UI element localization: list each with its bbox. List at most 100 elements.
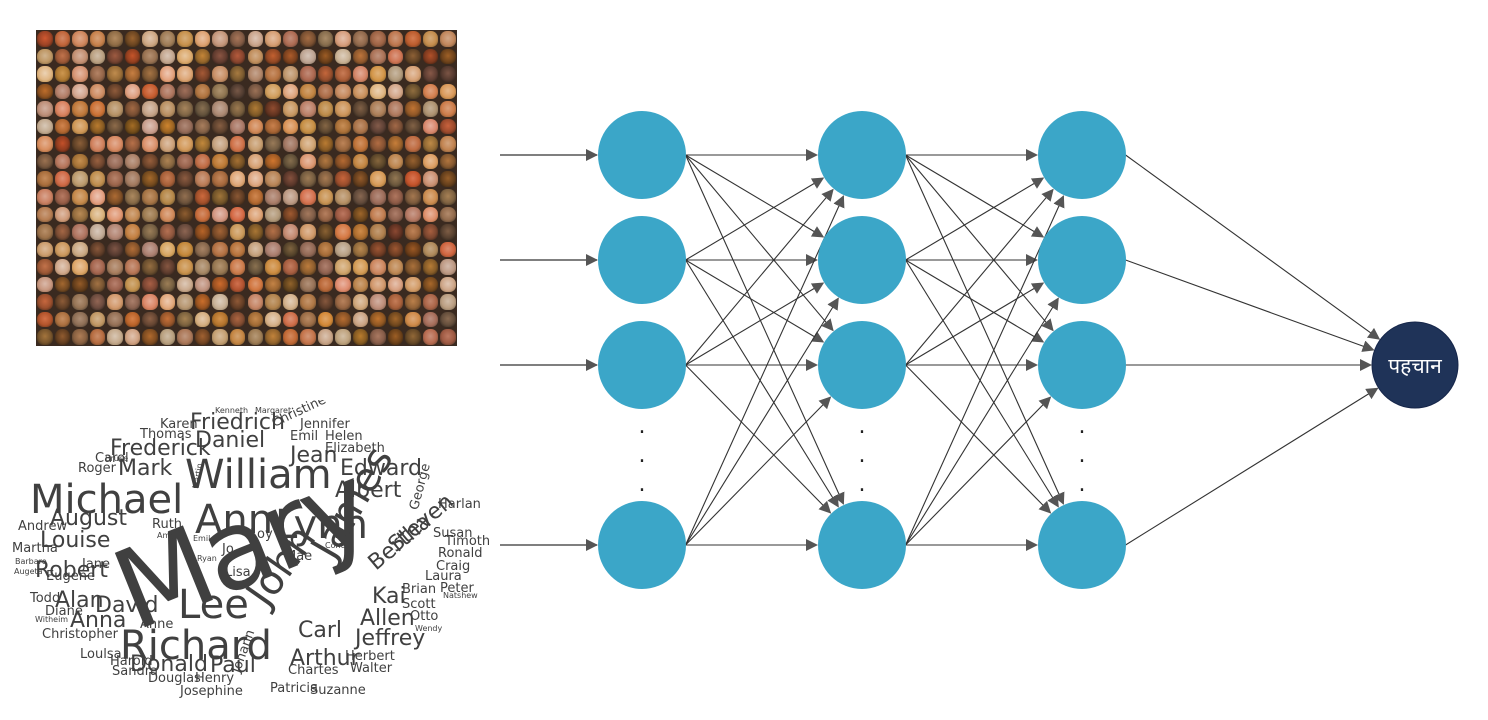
face-thumbnail xyxy=(142,31,158,47)
face-thumbnail xyxy=(265,294,281,310)
face-thumbnail xyxy=(194,259,211,275)
face-thumbnail xyxy=(212,171,228,187)
word-cloud-word: Christopher xyxy=(42,627,118,642)
face-thumbnail xyxy=(247,31,264,47)
face-thumbnail xyxy=(352,206,369,223)
face-thumbnail xyxy=(387,311,404,328)
face-thumbnail xyxy=(282,311,299,328)
face-thumbnail xyxy=(317,31,334,47)
face-thumbnail xyxy=(124,241,141,258)
face-thumbnail xyxy=(422,101,439,117)
connection-edge xyxy=(905,188,1054,366)
face-thumbnail xyxy=(37,153,53,170)
face-thumbnail xyxy=(282,206,299,223)
face-thumbnail xyxy=(212,329,228,345)
face-thumbnail xyxy=(282,118,299,135)
face-thumbnail xyxy=(124,101,141,117)
connection-edge xyxy=(685,282,825,366)
face-thumbnail xyxy=(405,31,421,47)
hidden-node xyxy=(818,321,906,409)
word-cloud-word: Frederick xyxy=(110,436,211,461)
face-thumbnail xyxy=(387,329,404,345)
word-cloud-word: Jane xyxy=(82,557,111,572)
face-thumbnail xyxy=(300,276,316,293)
face-thumbnail xyxy=(300,153,316,170)
face-thumbnail xyxy=(54,136,71,152)
word-cloud-word: Edward xyxy=(340,456,422,481)
face-thumbnail xyxy=(405,224,421,240)
face-thumbnail xyxy=(422,136,439,152)
face-thumbnail xyxy=(405,66,421,82)
face-thumbnail xyxy=(282,66,299,82)
face-thumbnail xyxy=(212,101,228,117)
word-cloud-word: Sandra xyxy=(112,664,159,679)
face-thumbnail xyxy=(300,294,316,310)
face-thumbnail xyxy=(37,171,53,187)
face-thumbnail xyxy=(124,329,141,345)
word-cloud-word: Craig xyxy=(436,559,471,574)
face-thumbnail xyxy=(72,153,88,170)
face-thumbnail xyxy=(124,118,141,135)
face-thumbnail xyxy=(54,329,71,345)
connection-edge xyxy=(685,364,832,514)
face-thumbnail xyxy=(159,311,176,328)
face-thumbnail xyxy=(370,206,386,223)
face-thumbnail xyxy=(194,153,211,170)
face-thumbnail xyxy=(72,311,88,328)
output-edge xyxy=(1125,259,1375,352)
face-thumbnail xyxy=(89,311,106,328)
face-thumbnail xyxy=(124,66,141,82)
face-thumbnail xyxy=(440,206,456,223)
face-thumbnail xyxy=(72,206,88,223)
face-thumbnail xyxy=(370,48,386,65)
face-thumbnail xyxy=(422,66,439,82)
face-thumbnail xyxy=(405,259,421,275)
face-thumbnail xyxy=(72,294,88,310)
face-thumbnail xyxy=(440,259,456,275)
face-thumbnail xyxy=(54,118,71,135)
face-thumbnail xyxy=(159,48,176,65)
network-nodes xyxy=(598,111,1126,589)
face-thumbnail xyxy=(142,48,158,65)
face-thumbnail xyxy=(54,153,71,170)
face-thumbnail xyxy=(387,66,404,82)
face-thumbnail xyxy=(229,31,246,47)
face-thumbnail xyxy=(282,136,299,152)
face-thumbnail xyxy=(124,276,141,293)
face-thumbnail xyxy=(352,311,369,328)
face-thumbnail xyxy=(387,153,404,170)
face-thumbnail xyxy=(422,189,439,205)
face-thumbnail xyxy=(37,329,53,345)
face-thumbnail xyxy=(422,48,439,65)
face-thumbnail xyxy=(265,136,281,152)
ellipsis-dot: . xyxy=(1079,443,1086,468)
word-cloud-word: Alan xyxy=(55,588,104,613)
face-thumbnail xyxy=(54,311,71,328)
face-thumbnail xyxy=(335,153,351,170)
face-thumbnail xyxy=(177,66,193,82)
face-thumbnail xyxy=(300,259,316,275)
output-edge xyxy=(1125,387,1379,546)
face-thumbnail xyxy=(405,329,421,345)
word-cloud-word: Mark xyxy=(118,456,173,481)
face-thumbnail xyxy=(422,276,439,293)
face-thumbnail xyxy=(335,31,351,47)
face-thumbnail xyxy=(194,311,211,328)
face-thumbnail xyxy=(37,241,53,258)
face-thumbnail xyxy=(440,153,456,170)
face-thumbnail xyxy=(352,241,369,258)
face-thumbnail xyxy=(370,101,386,117)
face-thumbnail xyxy=(282,83,299,100)
face-thumbnail xyxy=(212,206,228,223)
face-thumbnail xyxy=(405,311,421,328)
face-thumbnail xyxy=(89,189,106,205)
face-thumbnail xyxy=(422,206,439,223)
face-thumbnail xyxy=(247,83,264,100)
face-thumbnail xyxy=(370,171,386,187)
face-thumbnail xyxy=(317,189,334,205)
face-thumbnail xyxy=(282,329,299,345)
face-thumbnail xyxy=(317,329,334,345)
face-thumbnail xyxy=(107,171,123,187)
face-thumbnail xyxy=(229,136,246,152)
